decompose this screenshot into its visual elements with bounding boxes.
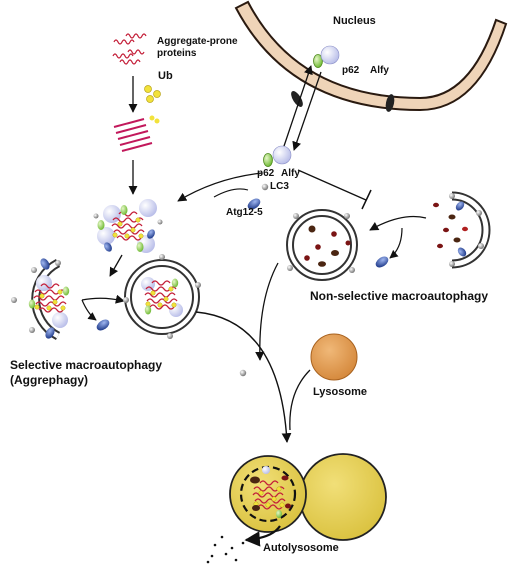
nonselective-phagophore — [433, 191, 491, 269]
atg12-5-icon — [247, 198, 261, 210]
inhibition-bar — [361, 189, 372, 210]
path-lysosome-to-fusion — [289, 369, 311, 431]
path-selective-to-autolysosome — [195, 311, 292, 443]
arrow-degradation-products — [244, 525, 281, 547]
arrow-atg-release-left — [81, 299, 97, 321]
p62-nuclear-label: p62 — [342, 65, 360, 76]
aggregate-p62-alfy-complex — [93, 199, 163, 253]
lc3-icon — [261, 183, 269, 191]
arrow-selective-closing — [81, 294, 125, 304]
arrow-aggregate-to-autophagosome — [109, 254, 123, 277]
aggregate-prone-label-line1: Aggregate-prone — [157, 36, 238, 47]
selective-phagophore — [11, 258, 70, 341]
nuclear-pore-right — [385, 94, 395, 112]
aggregate-prone-proteins-icon — [112, 33, 147, 65]
nonselective-autophagosome — [286, 209, 358, 281]
selective-autophagosome — [123, 254, 201, 339]
alfy-nuclear-icon — [320, 45, 340, 65]
atg-released-left-icon — [96, 319, 110, 331]
ubiquitinated-protein-icon — [113, 115, 160, 152]
p62-nuclear-icon — [313, 54, 323, 68]
aggregate-prone-label-line2: proteins — [157, 48, 197, 59]
export-arrow — [281, 65, 313, 153]
alfy-label: Alfy — [281, 168, 300, 179]
lysosome-label: Lysosome — [313, 386, 368, 398]
lc3-released-icon — [239, 369, 247, 377]
atg12-5-label: Atg12-5 — [226, 207, 263, 218]
lc3-label: LC3 — [270, 181, 289, 192]
arrow-nonselective-closing — [369, 215, 427, 231]
aggrephagy-label: (Aggrephagy) — [10, 373, 88, 387]
lysosome — [310, 333, 358, 381]
atg-released-right-icon — [375, 256, 389, 268]
ub-label: Ub — [158, 70, 173, 82]
nuclear-pore-left — [291, 91, 303, 107]
arrow-atg-release-right — [389, 227, 403, 259]
selective-macroautophagy-label: Selective macroautophagy — [10, 358, 163, 372]
nonselective-macroautophagy-label: Non-selective macroautophagy — [310, 289, 489, 303]
p62-icon — [263, 153, 273, 167]
nucleus-label: Nucleus — [333, 15, 376, 27]
ubiquitin-icon — [144, 85, 161, 103]
import-arrow — [292, 71, 322, 151]
p62-label: p62 — [257, 168, 275, 179]
degradation-products-dots — [206, 535, 245, 564]
alfy-nuclear-label: Alfy — [370, 65, 389, 76]
inhibition-to-nonselective — [297, 169, 367, 201]
autolysosome — [229, 453, 387, 541]
hook-atg-to-aggregate — [213, 188, 249, 198]
arrow-hub-to-aggregate — [177, 172, 263, 202]
alfy-icon — [272, 145, 292, 165]
autolysosome-label: Autolysosome — [263, 542, 339, 554]
nuclear-envelope — [234, 0, 508, 112]
path-nonselective-to-fusion — [255, 262, 279, 361]
